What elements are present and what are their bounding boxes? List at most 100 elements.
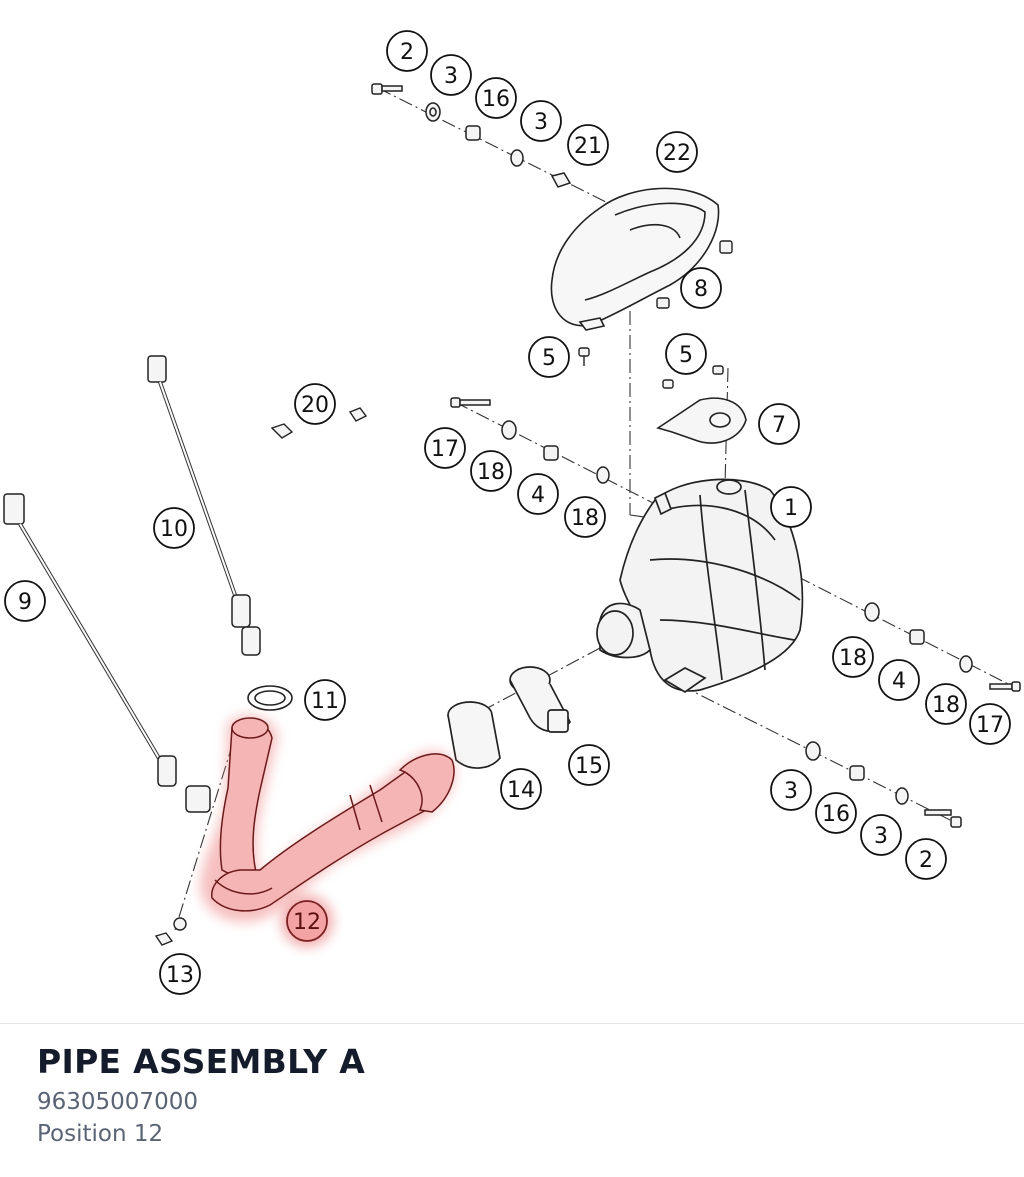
callout-3d: 3 [860,814,902,856]
callout-21: 21 [567,124,609,166]
sleeve-14 [447,701,501,769]
callout-16a: 16 [475,77,517,119]
callout-7: 7 [758,403,800,445]
bracket-7 [656,397,747,444]
callout-label: 5 [679,343,693,368]
callout-label: 18 [571,506,599,531]
clip-20 [270,407,368,439]
callout-circle [520,100,562,142]
callout-18d: 18 [925,683,967,725]
callout-label: 18 [477,460,505,485]
callout-14: 14 [500,768,542,810]
callout-label: 3 [444,64,458,89]
callout-label: 16 [822,802,850,827]
callout-circle [665,333,707,375]
callout-label: 22 [663,141,691,166]
callout-label: 8 [694,277,708,302]
callout-circle [878,659,920,701]
callout-circle [770,486,812,528]
callout-5a: 5 [528,336,570,378]
heat-shield-22 [550,187,720,331]
callout-3b: 3 [520,100,562,142]
part-caption: PIPE ASSEMBLY A 96305007000 Position 12 [37,1040,365,1150]
callout-3c: 3 [770,769,812,811]
callout-18a: 18 [470,450,512,492]
callout-circle [430,54,472,96]
callout-label: 2 [919,848,933,873]
callout-11: 11 [304,679,346,721]
callout-circle [424,427,466,469]
callout-circle [969,703,1011,745]
callout-13: 13 [159,953,201,995]
oxygen-sensor-9 [3,493,211,813]
callout-label: 21 [574,134,602,159]
callout-circle [500,768,542,810]
callout-label: 14 [507,778,535,803]
callout-22: 22 [656,131,698,173]
callout-circle [680,267,722,309]
callout-20: 20 [294,383,336,425]
callout-circle [286,900,328,942]
bolt-stack-right [864,602,1021,692]
callout-label: 16 [482,87,510,112]
callout-5b: 5 [665,333,707,375]
callout-label: 18 [839,646,867,671]
callout-label: 13 [166,963,194,988]
callout-circle [758,403,800,445]
pipe-assembly-12[interactable] [200,715,455,923]
callout-circle [925,683,967,725]
callout-label: 12 [293,910,321,935]
exploded-parts-diagram: 2316321228552071718418110911184181715143… [3,30,1021,995]
callout-circle [386,30,428,72]
callout-circle [567,124,609,166]
callout-2b: 2 [905,838,947,880]
callout-label: 7 [772,413,786,438]
gasket-11 [247,685,293,711]
callout-8: 8 [680,267,722,309]
callout-label: 2 [400,40,414,65]
callout-label: 4 [531,483,545,508]
caption-divider [0,1023,1024,1024]
callout-label: 5 [542,346,556,371]
callout-label: 15 [575,754,603,779]
callout-label: 3 [534,110,548,135]
callout-17b: 17 [969,703,1011,745]
callout-label: 11 [311,689,339,714]
clamp-15 [509,666,572,733]
bolt-stack-upper [371,83,572,188]
silencer-body-1 [596,478,804,694]
oxygen-sensor-10 [147,355,261,656]
part-position: Position 12 [37,1121,164,1147]
callout-circle [470,450,512,492]
callout-12[interactable]: 12 [281,895,333,947]
callout-circle [4,580,46,622]
callout-circle [294,383,336,425]
callout-circle [153,507,195,549]
callout-label: 9 [18,590,32,615]
callout-label: 10 [160,517,188,542]
callout-circle [304,679,346,721]
callout-18b: 18 [564,496,606,538]
part-number: 96305007000 [37,1089,198,1115]
callout-circle [656,131,698,173]
callout-circle [770,769,812,811]
callout-circle [159,953,201,995]
clip-13 [154,917,187,946]
screw-5-upper [578,347,724,389]
callout-circle [832,636,874,678]
callout-label: 4 [892,669,906,694]
callout-2a: 2 [386,30,428,72]
callout-circle [860,814,902,856]
callout-circle [905,838,947,880]
callout-label: 20 [301,393,329,418]
callout-18c: 18 [832,636,874,678]
callout-1: 1 [770,486,812,528]
callout-circle [475,77,517,119]
callout-label: 1 [784,496,798,521]
callout-4b: 4 [878,659,920,701]
callout-label: 3 [784,779,798,804]
callout-circle [528,336,570,378]
callout-3a: 3 [430,54,472,96]
callout-label: 3 [874,824,888,849]
